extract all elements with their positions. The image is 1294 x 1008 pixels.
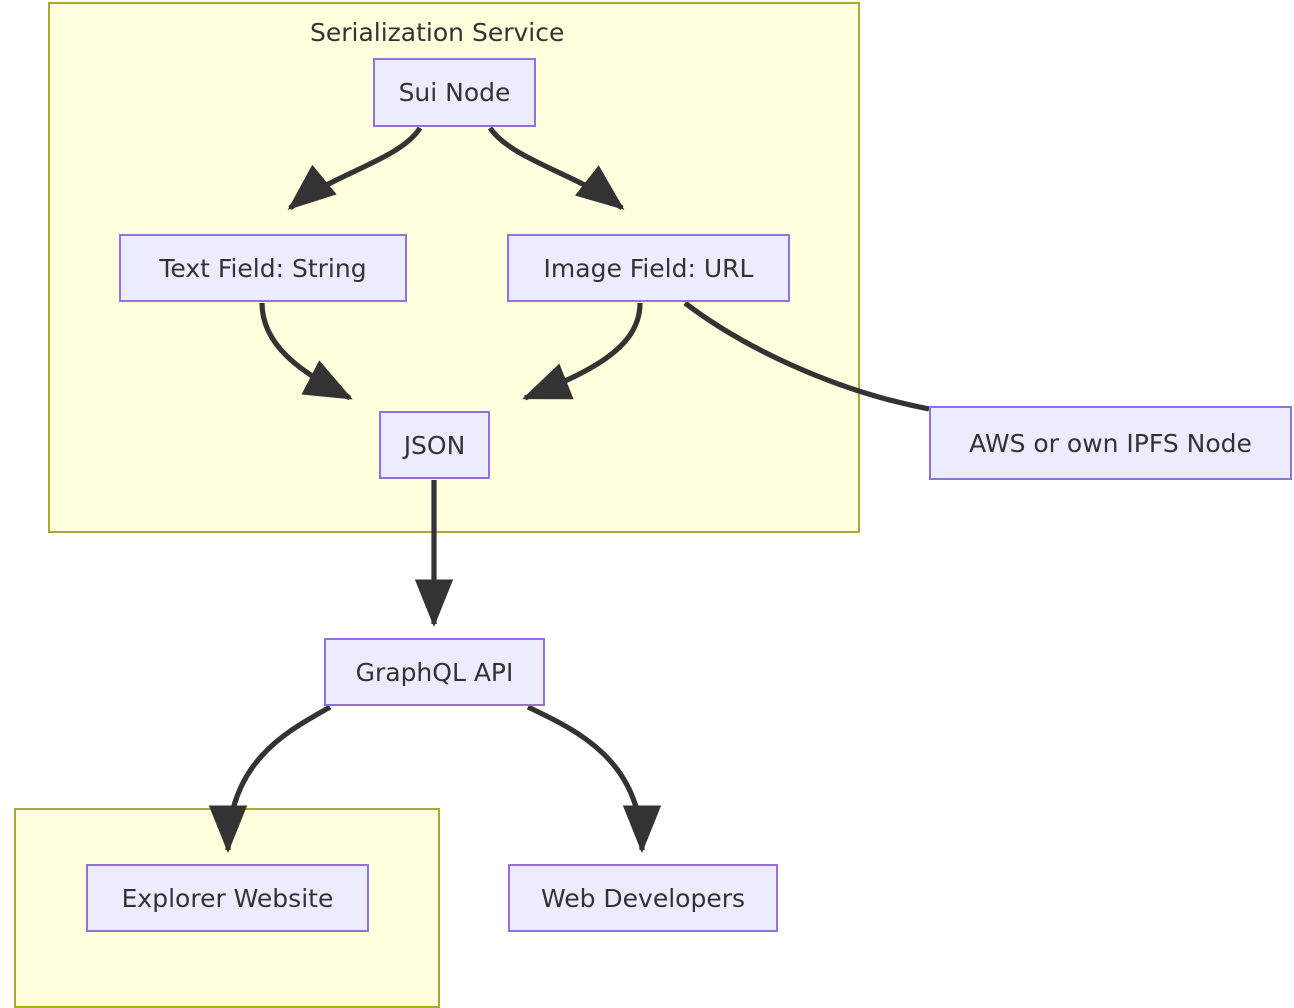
cluster-serialization-service-label: Serialization Service [310,18,565,47]
node-json[interactable]: JSON [379,411,490,479]
node-sui-node[interactable]: Sui Node [373,58,536,127]
node-text-field-label: Text Field: String [159,253,367,283]
node-image-field[interactable]: Image Field: URL [507,234,790,302]
node-explorer[interactable]: Explorer Website [86,864,369,932]
node-explorer-label: Explorer Website [121,883,334,913]
node-graphql-api-label: GraphQL API [355,657,514,687]
node-aws-ipfs[interactable]: AWS or own IPFS Node [929,406,1292,480]
node-json-label: JSON [403,430,466,460]
node-aws-ipfs-label: AWS or own IPFS Node [969,428,1252,458]
node-web-devs[interactable]: Web Developers [508,864,778,932]
node-web-devs-label: Web Developers [540,883,746,913]
node-sui-node-label: Sui Node [398,78,511,107]
node-image-field-label: Image Field: URL [543,253,754,283]
node-text-field[interactable]: Text Field: String [119,234,407,302]
edge-graphql-to-webdevs [526,704,662,854]
node-graphql-api[interactable]: GraphQL API [324,638,545,706]
